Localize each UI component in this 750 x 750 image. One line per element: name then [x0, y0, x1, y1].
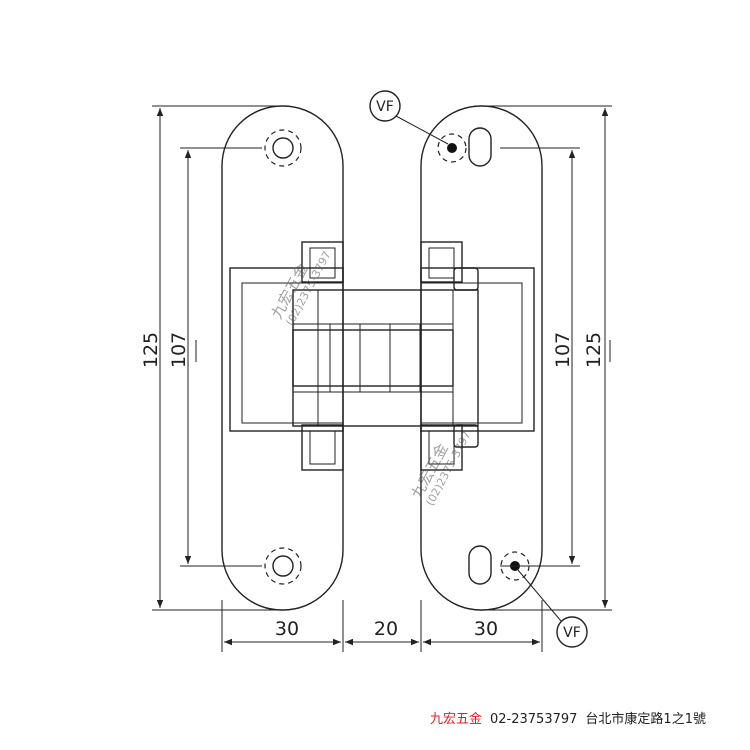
right-top-slot [468, 127, 492, 167]
watermark-upper: 九宏五金 (02)2375-3797 [268, 249, 334, 328]
dimension-overall-height-left: 125 [140, 332, 162, 368]
dimension-right-leaf-width: 30 [474, 618, 498, 640]
vf-callout-bottom: VF [517, 569, 588, 648]
vf-callout-top: VF [369, 90, 449, 145]
left-dimension-lines: 125 107 [140, 105, 283, 611]
dimension-hole-spacing-left: 107 [168, 332, 190, 368]
footer-contact: 九宏五金 02-23753797 台北市康定路1之1號 [430, 708, 750, 727]
left-hinge-leaf [221, 105, 344, 611]
dimension-left-leaf-width: 30 [275, 618, 299, 640]
vf-callout-bottom-label: VF [563, 625, 581, 641]
right-dimension-lines: 107 125 [480, 105, 612, 611]
dimension-overall-height-right: 125 [583, 332, 605, 368]
bottom-dimension-lines: 30 20 30 [221, 600, 543, 652]
footer-address: 台北市康定路1之1號 [585, 712, 706, 727]
vf-callout-top-label: VF [376, 99, 394, 115]
left-top-screw-hole [264, 129, 302, 167]
dimension-gap-width: 20 [374, 618, 398, 640]
footer-phone: 02-23753797 [490, 712, 578, 727]
footer-brand: 九宏五金 [430, 712, 483, 727]
watermark-lower: 九宏五金 (02)2375-3797 [408, 429, 474, 508]
hinge-arm-mechanism [292, 289, 479, 427]
right-hinge-leaf [420, 105, 543, 611]
dimension-hole-spacing-right: 107 [552, 332, 574, 368]
right-top-vf-screw [447, 143, 457, 153]
left-bottom-screw-hole [264, 547, 302, 585]
right-bottom-slot [468, 545, 492, 585]
